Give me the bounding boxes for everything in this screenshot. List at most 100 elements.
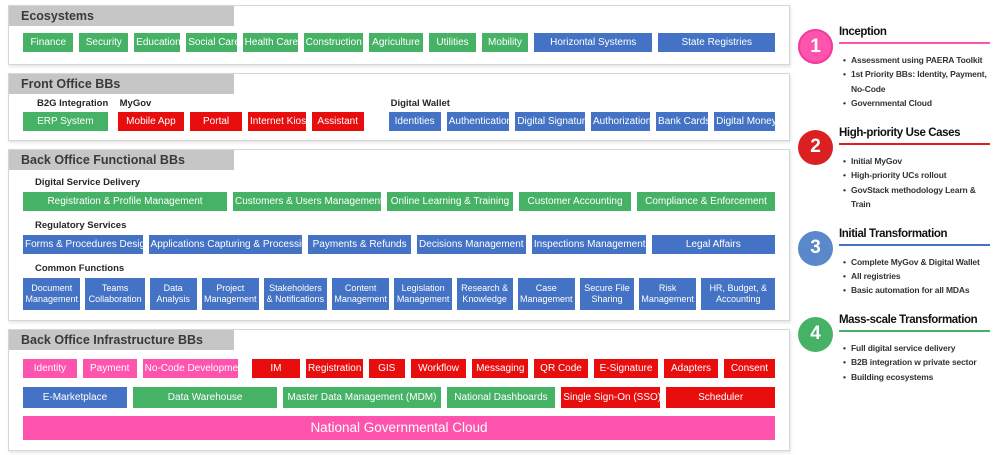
bb-inspections-management[interactable]: Inspections Management bbox=[531, 235, 646, 254]
bb-assistant[interactable]: Assistant bbox=[311, 112, 364, 131]
bb-portal[interactable]: Portal bbox=[190, 112, 242, 131]
bb-state-registries[interactable]: State Registries bbox=[658, 33, 776, 52]
bb-national-governmental-cloud[interactable]: National Governmental Cloud bbox=[23, 416, 775, 440]
phase-3-bullet: Basic automation for all MDAs bbox=[842, 283, 990, 298]
bb-single-sign-on[interactable]: Single Sign-On (SSO) bbox=[561, 387, 661, 408]
bb-workflow[interactable]: Workflow bbox=[410, 359, 467, 378]
group-digital-wallet: Digital Wallet Identities Authentication… bbox=[388, 98, 776, 131]
regulatory-services-row: Forms & Procedures Design Applications C… bbox=[23, 235, 775, 254]
bb-customer-accounting[interactable]: Customer Accounting bbox=[519, 192, 631, 211]
phase-2-bullet: GovStack methodology Learn & Train bbox=[842, 183, 990, 212]
bb-construction[interactable]: Construction bbox=[303, 33, 364, 52]
phase-2-bullet: High-priority UCs rollout bbox=[842, 168, 990, 183]
phase-1-divider bbox=[839, 42, 990, 44]
bb-master-data-management[interactable]: Master Data Management (MDM) bbox=[283, 387, 441, 408]
bb-horizontal-systems[interactable]: Horizontal Systems bbox=[534, 33, 653, 52]
bb-authorization[interactable]: Authorization bbox=[590, 112, 651, 131]
bb-agriculture[interactable]: Agriculture bbox=[369, 33, 424, 52]
phase-2-divider bbox=[839, 142, 990, 145]
bb-compliance-enforcement[interactable]: Compliance & Enforcement bbox=[637, 192, 775, 211]
bb-security[interactable]: Security bbox=[79, 33, 129, 52]
bb-gis[interactable]: GIS bbox=[368, 359, 405, 378]
bb-education[interactable]: Education bbox=[134, 33, 181, 52]
bb-payment[interactable]: Payment bbox=[82, 359, 137, 378]
bb-internet-kiosk[interactable]: Internet Kiosk bbox=[247, 112, 306, 131]
phase-3-number-badge: 3 bbox=[798, 230, 833, 266]
group-mygov: MyGov Mobile App Portal Internet Kiosk A… bbox=[117, 98, 364, 131]
phase-4-bullet: Full digital service delivery bbox=[842, 341, 990, 356]
bb-health-care[interactable]: Health Care bbox=[242, 33, 298, 52]
bb-mobility[interactable]: Mobility bbox=[482, 33, 529, 52]
bb-utilities[interactable]: Utilities bbox=[429, 33, 476, 52]
phase-1-bullet: Assessment using PAERA Toolkit bbox=[842, 53, 990, 68]
bb-customers-users-management[interactable]: Customers & Users Management bbox=[233, 192, 381, 211]
bb-case-management[interactable]: Case Management bbox=[517, 278, 576, 310]
bb-im[interactable]: IM bbox=[251, 359, 301, 378]
phase-1-title: Inception bbox=[839, 26, 887, 38]
group-label-digital-wallet: Digital Wallet bbox=[390, 98, 450, 109]
bb-project-management[interactable]: Project Management bbox=[201, 278, 259, 310]
phase-4-title: Mass-scale Transformation bbox=[839, 313, 978, 326]
phase-2-title: High-priority Use Cases bbox=[839, 126, 961, 139]
front-office-groups: B2G Integration ERP System MyGov Mobile … bbox=[23, 98, 776, 131]
phase-3-title: Initial Transformation bbox=[839, 227, 948, 240]
bb-registration-profile-management[interactable]: Registration & Profile Management bbox=[23, 192, 227, 211]
section-title-back-office-functional: Back Office Functional BBs bbox=[9, 150, 234, 170]
bb-stakeholders-notifications[interactable]: Stakeholders & Notifications bbox=[264, 278, 327, 310]
bb-content-management[interactable]: Content Management bbox=[331, 278, 390, 310]
bb-data-analysis[interactable]: Data Analysis bbox=[149, 278, 197, 310]
bb-payments-refunds[interactable]: Payments & Refunds bbox=[308, 235, 411, 254]
bb-identity[interactable]: Identity bbox=[23, 359, 77, 378]
bb-authentication[interactable]: Authentication bbox=[446, 112, 510, 131]
bb-hr-budget-accounting[interactable]: HR, Budget, & Accounting bbox=[701, 278, 775, 310]
bb-registration[interactable]: Registration bbox=[306, 359, 363, 378]
phase-3-bullet: Complete MyGov & Digital Wallet bbox=[842, 255, 990, 270]
bb-legislation-management[interactable]: Legislation Management bbox=[394, 278, 452, 310]
bb-messaging[interactable]: Messaging bbox=[472, 359, 529, 378]
bb-secure-file-sharing[interactable]: Secure File Sharing bbox=[580, 278, 634, 310]
phase-4-number-badge: 4 bbox=[798, 316, 833, 352]
bb-legal-affairs[interactable]: Legal Affairs bbox=[651, 235, 775, 254]
roadmap-timeline: 1 Inception Assessment using PAERA Toolk… bbox=[792, 0, 998, 455]
bb-social-care[interactable]: Social Care bbox=[186, 33, 237, 52]
bb-forms-procedures-design[interactable]: Forms & Procedures Design bbox=[23, 235, 143, 254]
bb-national-dashboards[interactable]: National Dashboards bbox=[446, 387, 556, 408]
bb-data-warehouse[interactable]: Data Warehouse bbox=[132, 387, 278, 408]
architecture-diagram: Ecosystems Finance Security Education So… bbox=[8, 5, 790, 451]
phase-2-high-priority-use-cases: 2 High-priority Use Cases Initial MyGov … bbox=[798, 127, 990, 212]
section-title-back-office-infrastructure: Back Office Infrastructure BBs bbox=[9, 330, 234, 350]
phase-1-number-badge: 1 bbox=[798, 29, 833, 64]
digital-service-delivery-row: Registration & Profile Management Custom… bbox=[23, 192, 775, 211]
bb-scheduler[interactable]: Scheduler bbox=[666, 387, 775, 408]
bb-digital-signature[interactable]: Digital Signature bbox=[515, 112, 585, 131]
section-title-front-office: Front Office BBs bbox=[9, 74, 234, 94]
bb-erp-system[interactable]: ERP System bbox=[23, 112, 108, 131]
bb-document-management[interactable]: Document Management bbox=[23, 278, 81, 310]
bb-teams-collaboration[interactable]: Teams Collaboration bbox=[85, 278, 145, 310]
common-functions-row: Document Management Teams Collaboration … bbox=[23, 278, 775, 310]
bb-digital-money[interactable]: Digital Money bbox=[714, 112, 776, 131]
group-label-regulatory-services: Regulatory Services bbox=[35, 220, 127, 231]
bb-decisions-management[interactable]: Decisions Management bbox=[416, 235, 526, 254]
panel-back-office-infrastructure: Back Office Infrastructure BBs Identity … bbox=[8, 329, 790, 451]
bb-finance[interactable]: Finance bbox=[23, 33, 74, 52]
group-label-digital-service-delivery: Digital Service Delivery bbox=[35, 177, 141, 188]
phase-3-divider bbox=[839, 243, 990, 246]
bb-no-code-development[interactable]: No-Code Development bbox=[142, 359, 238, 378]
bb-e-marketplace[interactable]: E-Marketplace bbox=[23, 387, 127, 408]
phase-2-bullet: Initial MyGov bbox=[842, 154, 990, 169]
infrastructure-row-1: Identity Payment No-Code Development IM … bbox=[23, 359, 775, 378]
bb-identities[interactable]: Identities bbox=[388, 112, 441, 131]
bb-online-learning-training[interactable]: Online Learning & Training bbox=[387, 192, 513, 211]
bb-e-signature[interactable]: E-Signature bbox=[593, 359, 659, 378]
bb-research-knowledge[interactable]: Research & Knowledge bbox=[456, 278, 513, 310]
phase-2-number-badge: 2 bbox=[798, 129, 833, 165]
bb-qr-code[interactable]: QR Code bbox=[534, 359, 588, 378]
bb-risk-management[interactable]: Risk Management bbox=[638, 278, 697, 310]
bb-bank-cards[interactable]: Bank Cards bbox=[656, 112, 709, 131]
bb-mobile-app[interactable]: Mobile App bbox=[117, 112, 185, 131]
bb-adapters[interactable]: Adapters bbox=[664, 359, 718, 378]
phase-3-initial-transformation: 3 Initial Transformation Complete MyGov … bbox=[798, 228, 990, 298]
bb-applications-capturing-processing[interactable]: Applications Capturing & Processing bbox=[148, 235, 303, 254]
bb-consent[interactable]: Consent bbox=[723, 359, 775, 378]
